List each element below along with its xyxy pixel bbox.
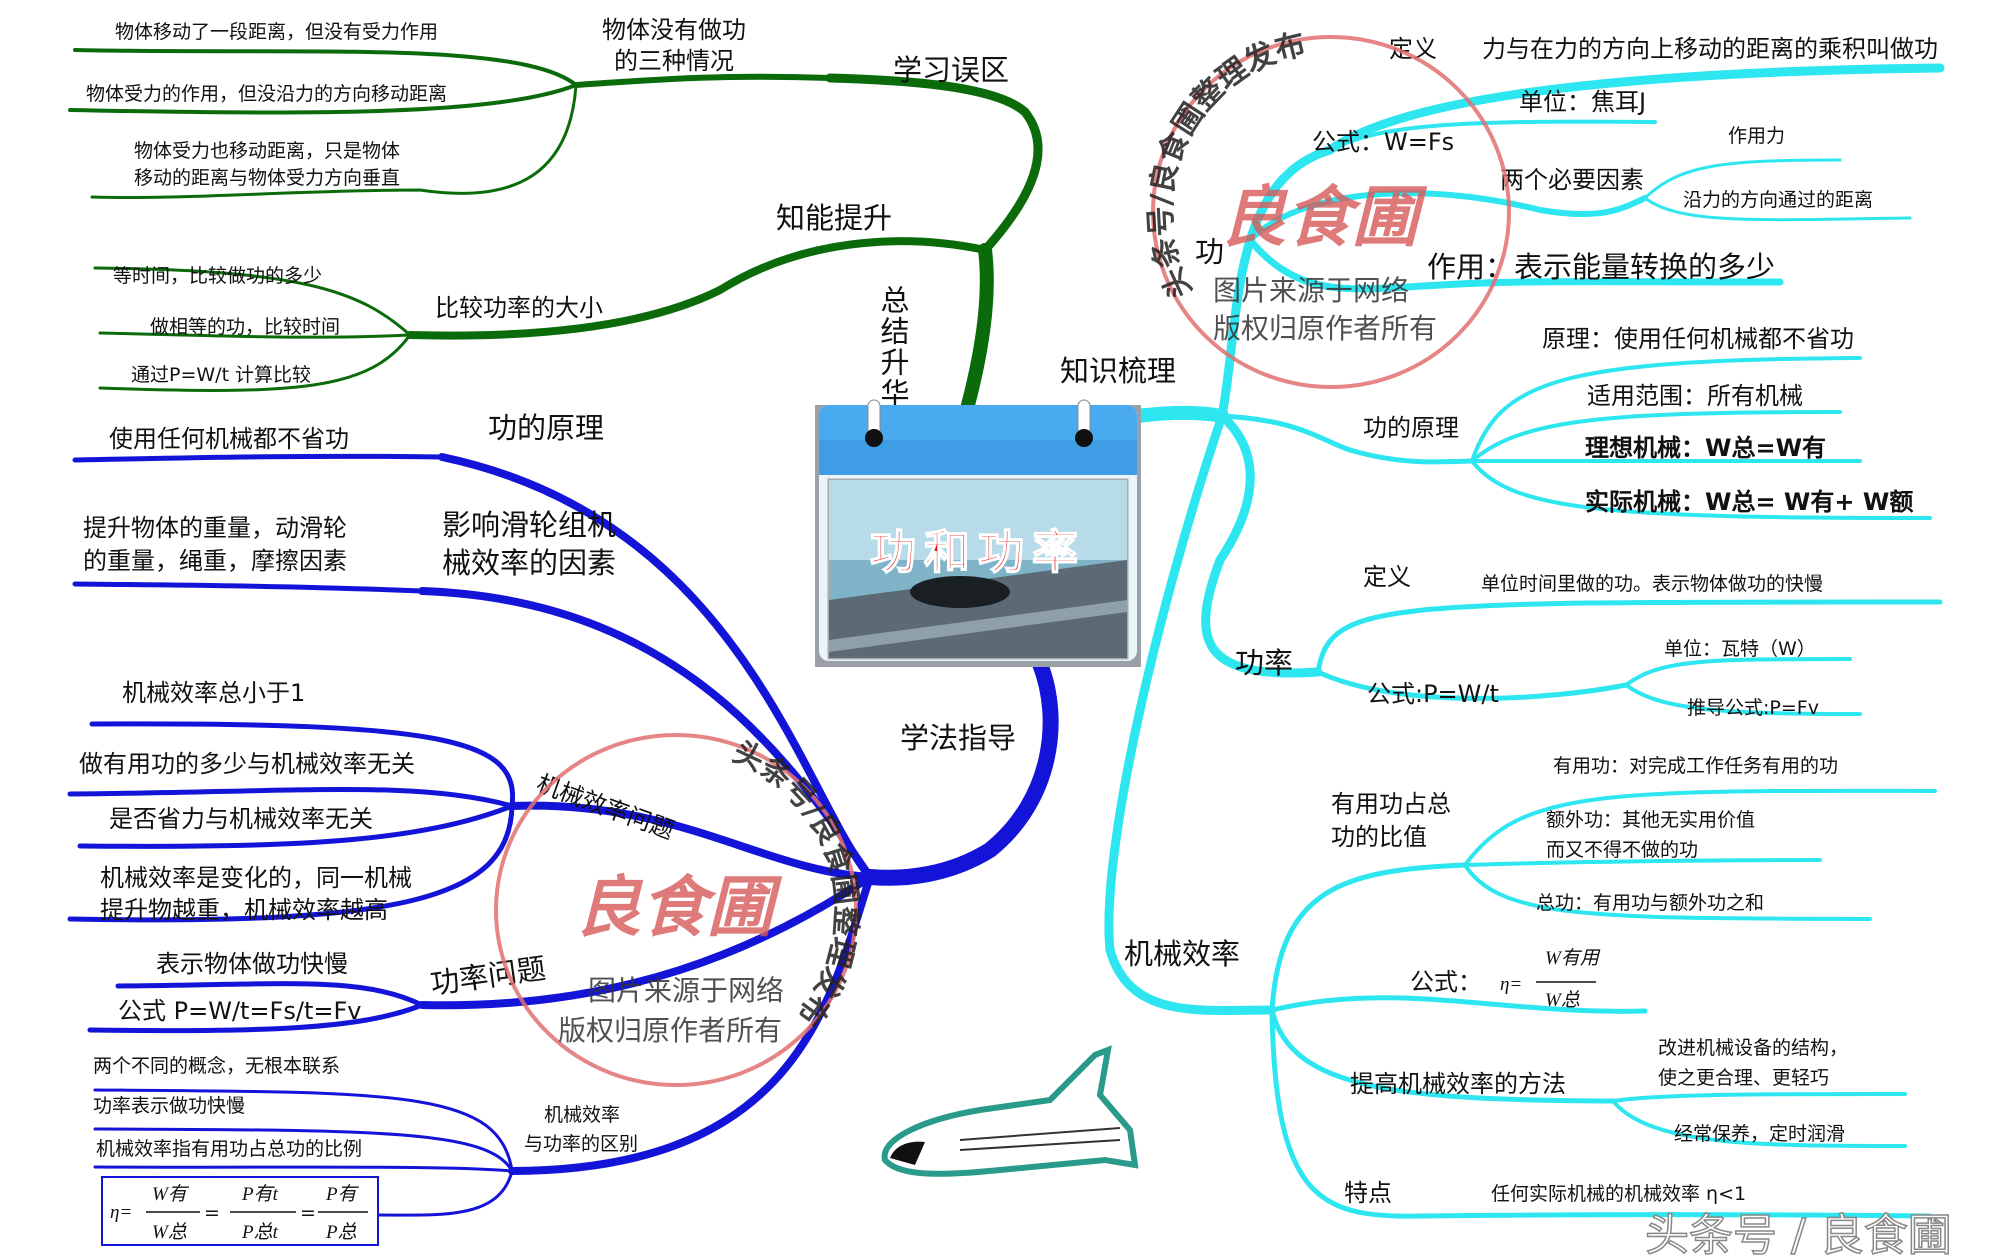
methods-item-2: 经常保养，定时润滑	[1674, 1123, 1845, 1145]
no-work-label-2: 的三种情况	[614, 47, 734, 75]
pulley-item-2: 的重量，绳重，摩擦因素	[83, 547, 347, 575]
watermark-stamp-1: 头条号/良食圃整理发布 良食圃 图片来源于网络 版权归原作者所有	[1143, 27, 1511, 389]
feature-item: 任何实际机械的机械效率 η<1	[1491, 1183, 1746, 1205]
no-work-item-2: 物体受力的作用，但没沿力的方向移动距离	[86, 83, 447, 105]
mistakes-label: 学习误区	[893, 53, 1009, 87]
formula-den-2: P总t	[241, 1222, 279, 1243]
watermark-line-2: 版权归原作者所有	[1213, 312, 1437, 345]
center-title: 功和功率	[870, 525, 1086, 579]
ratio-item-1: 有用功：对完成工作任务有用的功	[1553, 755, 1838, 777]
summary-label: 总结升华	[876, 285, 910, 409]
difference-label-1: 机械效率	[544, 1104, 620, 1126]
efficiency-issue-item-1: 机械效率总小于1	[122, 679, 305, 707]
method-label: 学法指导	[900, 721, 1016, 755]
pulley-label-1: 影响滑轮组机	[442, 508, 616, 542]
principle-item-4: 实际机械：W总= W有+ W额	[1585, 488, 1913, 516]
difference-item-1: 两个不同的概念，无根本联系	[93, 1054, 340, 1077]
methods-item-1b: 使之更合理、更轻巧	[1658, 1067, 1829, 1089]
efficiency-formula-eta: η=	[1500, 974, 1522, 995]
work-factors-label: 两个必要因素	[1500, 166, 1644, 194]
power-formula: 公式:P=W/t	[1367, 680, 1499, 708]
formula-eq-2: =	[300, 1202, 316, 1224]
power-definition: 单位时间里做的功。表示物体做功的快慢	[1481, 573, 1823, 595]
principle-label: 功的原理	[1363, 414, 1459, 442]
efficiency-issue-item-3: 是否省力与机械效率无关	[109, 805, 373, 833]
no-work-item-1: 物体移动了一段距离，但没有受力作用	[115, 21, 438, 43]
power-issue-label: 功率问题	[428, 951, 548, 1001]
power-unit: 单位：瓦特（W）	[1664, 638, 1816, 660]
principle-item-3: 理想机械：W总=W有	[1585, 434, 1826, 462]
work-factor-1: 作用力	[1728, 125, 1785, 147]
compare-item-3: 通过P=W/t 计算比较	[131, 364, 311, 386]
work-formula: 公式：W=Fs	[1312, 128, 1454, 156]
ratio-item-2a: 额外功：其他无实用价值	[1546, 809, 1755, 831]
green-branches	[68, 48, 1043, 412]
principle-item-1: 原理：使用任何机械都不省功	[1542, 325, 1854, 353]
corner-watermark: 头条号 / 良食圃	[1645, 1210, 1952, 1258]
center-calendar: 功和功率	[815, 399, 1141, 667]
formula-num-2: P有t	[241, 1184, 279, 1205]
efficiency-formula-num: W有用	[1545, 948, 1601, 969]
difference-label-2: 与功率的区别	[524, 1133, 638, 1155]
pulley-label-2: 械效率的因素	[442, 546, 616, 580]
work-definition: 力与在力的方向上移动的距离的乘积叫做功	[1482, 35, 1938, 63]
no-work-item-3a: 物体受力也移动距离，只是物体	[134, 140, 400, 162]
compare-label: 比较功率的大小	[435, 294, 603, 322]
no-work-item-3b: 移动的距离与物体受力方向垂直	[134, 167, 400, 189]
compare-item-2: 做相等的功，比较时间	[150, 316, 340, 338]
difference-item-2: 功率表示做功快慢	[93, 1095, 245, 1117]
cyan-branches	[1104, 63, 1945, 1219]
ratio-label-2: 功的比值	[1331, 823, 1427, 851]
principle-label: 功的原理	[488, 411, 604, 445]
power-issue-item-2: 公式 P=W/t=Fs/t=Fv	[118, 997, 361, 1025]
methods-item-1a: 改进机械设备的结构，	[1658, 1037, 1848, 1059]
efficiency-formula-label: 公式：	[1410, 968, 1482, 996]
efficiency-label: 机械效率	[1124, 937, 1240, 971]
green-labels: 物体移动了一段距离，但没有受力作用 物体受力的作用，但没沿力的方向移动距离 物体…	[86, 16, 1009, 409]
formula-num-1: W有	[152, 1184, 190, 1205]
efficiency-formula-den: W总	[1545, 990, 1580, 1011]
power-label: 功率	[1235, 646, 1293, 680]
difference-item-3: 机械效率指有用功占总功的比例	[96, 1138, 362, 1160]
pulley-item-1: 提升物体的重量，动滑轮	[83, 514, 347, 542]
efficiency-issue-item-2: 做有用功的多少与机械效率无关	[79, 750, 415, 778]
cyan-labels: 知识梳理 功 定义 力与在力的方向上移动的距离的乘积叫做功 单位：焦耳J 公式：…	[1060, 35, 1938, 1207]
power-issue-item-1: 表示物体做功快慢	[156, 950, 348, 978]
ratio-label-1: 有用功占总	[1331, 790, 1451, 818]
space-shuttle-icon	[881, 1045, 1139, 1177]
methods-label: 提高机械效率的方法	[1350, 1070, 1566, 1098]
power-definition-label: 定义	[1363, 563, 1411, 591]
compare-item-1: 等时间，比较做功的多少	[113, 265, 322, 287]
work-factor-2: 沿力的方向通过的距离	[1683, 189, 1873, 211]
principle-item-2: 适用范围：所有机械	[1587, 382, 1803, 410]
formula-eq-1: =	[204, 1202, 220, 1224]
formula-den-1: W总	[152, 1222, 187, 1243]
principle-item: 使用任何机械都不省功	[109, 425, 349, 453]
watermark-line-1: 图片来源于网络	[1213, 274, 1409, 307]
watermark-logo: 良食圃	[575, 868, 783, 946]
watermark-ring-text: 头条号/良食圃整理发布	[1143, 27, 1308, 304]
formula-eta: η=	[110, 1202, 132, 1223]
watermark-line-2: 版权归原作者所有	[558, 1014, 782, 1047]
watermark-ring: 头条号/良食圃整理发布	[1143, 27, 1308, 304]
efficiency-formula-box: η= W有 W总 = P有t P总t = P有 P总	[101, 1176, 379, 1246]
formula-num-3: P有	[325, 1184, 360, 1205]
blue-labels: 学法指导 功的原理 使用任何机械都不省功 影响滑轮组机 械效率的因素 提升物体的…	[79, 411, 1016, 1160]
efficiency-issue-item-4a: 机械效率是变化的，同一机械	[100, 864, 412, 892]
watermark-line-1: 图片来源于网络	[588, 974, 784, 1007]
ratio-item-2b: 而又不得不做的功	[1546, 839, 1698, 861]
formula-den-3: P总	[325, 1222, 357, 1243]
ratio-item-3: 总功：有用功与额外功之和	[1536, 892, 1764, 914]
knowledge-label: 知识梳理	[1060, 354, 1176, 388]
improve-label: 知能提升	[776, 201, 892, 235]
efficiency-issue-item-4b: 提升物越重，机械效率越高	[100, 896, 388, 924]
feature-label: 特点	[1344, 1179, 1392, 1207]
work-role: 作用：表示能量转换的多少	[1427, 250, 1775, 284]
power-derived: 推导公式:P=Fv	[1687, 697, 1819, 719]
work-label: 功	[1195, 235, 1224, 269]
no-work-label-1: 物体没有做功	[602, 16, 746, 44]
work-unit: 单位：焦耳J	[1519, 88, 1646, 116]
watermark-logo: 良食圃	[1220, 178, 1428, 256]
